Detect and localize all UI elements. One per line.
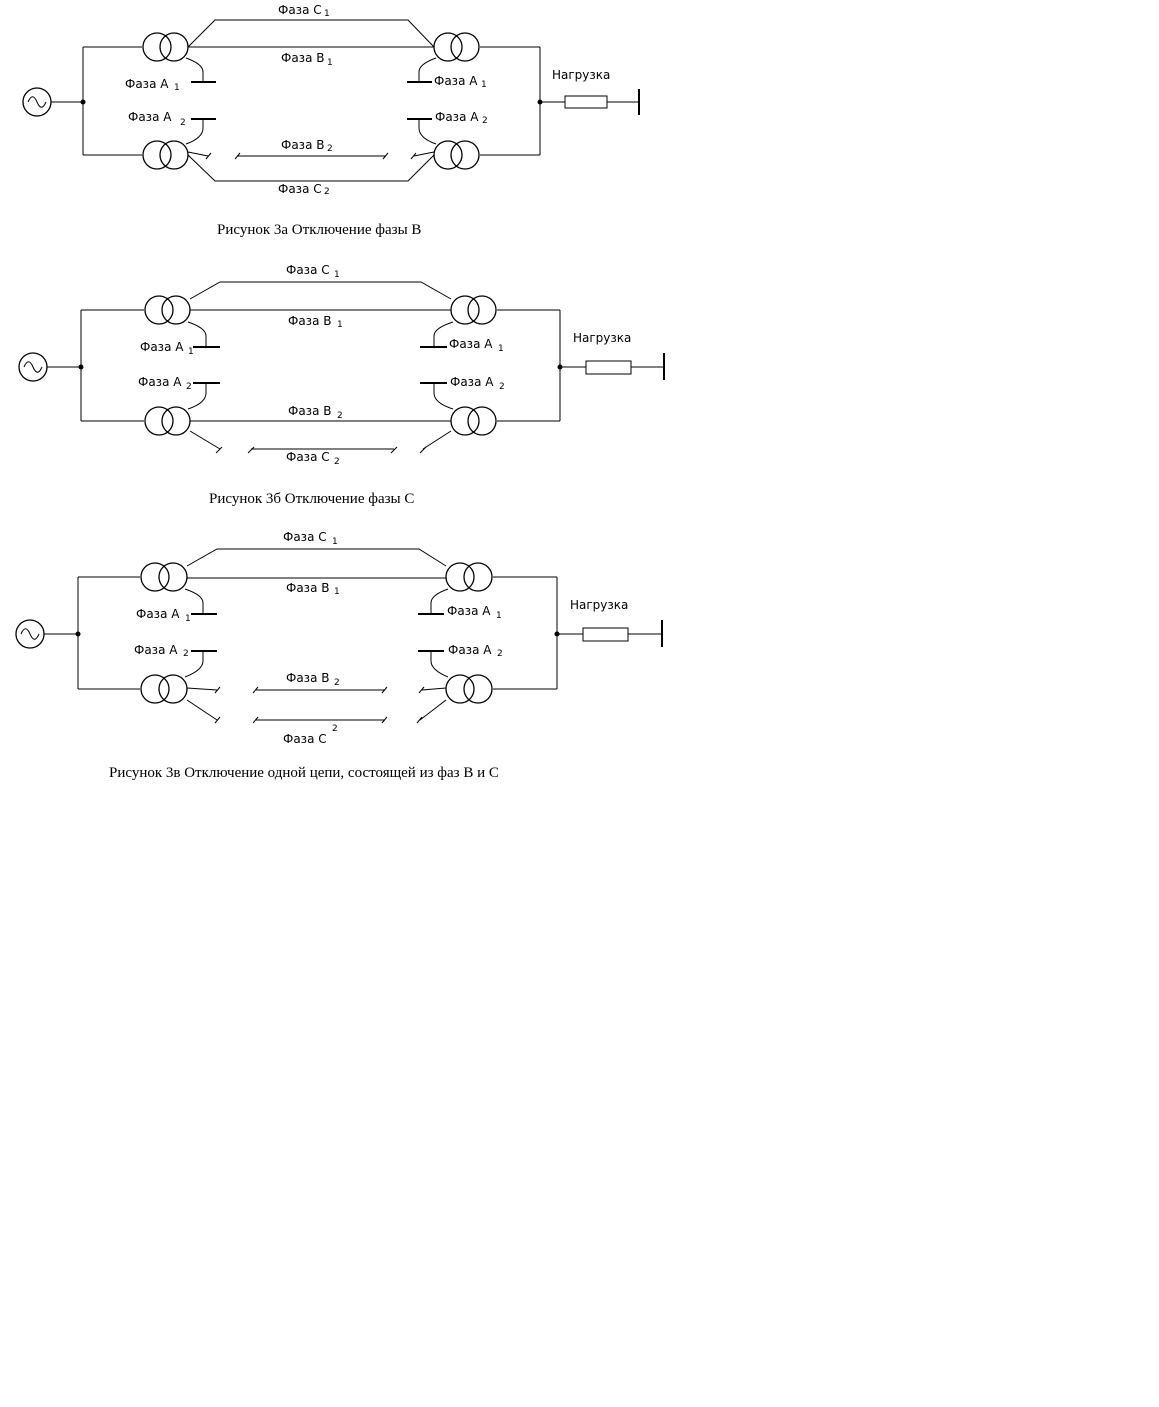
- svg-text:1: 1: [332, 537, 338, 547]
- transformer-icon: [433, 32, 480, 62]
- label-phase-a2-right: Фаза А: [435, 110, 479, 124]
- svg-text:2: 2: [334, 457, 340, 467]
- line-phase-c2: [187, 154, 435, 182]
- svg-text:2: 2: [180, 118, 186, 128]
- svg-text:1: 1: [481, 80, 487, 90]
- svg-text:2: 2: [186, 382, 192, 392]
- transformer-icon: [142, 32, 189, 62]
- svg-text:2: 2: [334, 678, 340, 688]
- svg-text:2: 2: [497, 649, 503, 659]
- load-resistor-icon: [582, 627, 629, 642]
- transformer-icon: [445, 674, 493, 704]
- label-load: Нагрузка: [552, 68, 610, 82]
- svg-text:2: 2: [324, 187, 330, 197]
- label-phase-a2-left: Фаза А: [134, 643, 178, 657]
- label-phase-a2-left: Фаза А: [128, 110, 172, 124]
- svg-text:1: 1: [496, 611, 502, 621]
- svg-text:1: 1: [324, 9, 330, 19]
- svg-text:2: 2: [482, 116, 488, 126]
- svg-text:2: 2: [337, 411, 343, 421]
- line-phase-b2-disconnected: [187, 151, 435, 160]
- figure-3b: Фаза С 1 Фаза В 1 Фаза А 1 Фаза А 1 Фаза…: [18, 263, 665, 507]
- line-phase-c1: [189, 281, 452, 300]
- label-phase-b2: Фаза В: [286, 671, 329, 685]
- label-phase-a1-right: Фаза А: [434, 74, 478, 88]
- svg-text:1: 1: [337, 320, 343, 330]
- label-load: Нагрузка: [570, 598, 628, 612]
- label-phase-c2: Фаза С: [278, 182, 322, 196]
- svg-text:2: 2: [183, 649, 189, 659]
- svg-text:2: 2: [499, 382, 505, 392]
- line-phase-c1: [187, 19, 435, 48]
- svg-text:1: 1: [174, 83, 180, 93]
- svg-text:1: 1: [334, 270, 340, 280]
- label-phase-c2: Фаза С: [286, 450, 330, 464]
- line-phase-c2-disconnected: [186, 699, 447, 724]
- label-phase-b2: Фаза В: [288, 404, 331, 418]
- figure-caption: Рисунок 3б Отключение фазы С: [209, 491, 414, 507]
- transformer-icon: [433, 140, 480, 170]
- svg-text:1: 1: [334, 587, 340, 597]
- label-phase-b2: Фаза В: [281, 138, 324, 152]
- label-phase-a2-right: Фаза А: [450, 375, 494, 389]
- generator-icon: [15, 619, 45, 649]
- transformer-icon: [445, 562, 493, 592]
- transformer-icon: [142, 140, 189, 170]
- figure-3a: Фаза С 1 Фаза В 1 Фаза А 1 Фаза А 1 Фаза…: [22, 3, 640, 238]
- transformer-icon: [144, 295, 191, 325]
- generator-icon: [22, 87, 52, 117]
- label-phase-a1-right: Фаза А: [447, 604, 491, 618]
- svg-text:1: 1: [327, 58, 333, 68]
- line-phase-c1: [186, 548, 447, 567]
- svg-text:1: 1: [498, 344, 504, 354]
- label-phase-c1: Фаза С: [283, 530, 327, 544]
- figure-caption: Рисунок 3в Отключение одной цепи, состоя…: [109, 765, 499, 781]
- figure-3c: Фаза С 1 Фаза В 1 Фаза А 1 Фаза А 1 Фаза…: [15, 530, 663, 781]
- label-phase-a1-right: Фаза А: [449, 337, 493, 351]
- transformer-icon: [450, 406, 497, 436]
- load-resistor-icon: [585, 360, 632, 375]
- label-phase-a1-left: Фаза А: [140, 340, 184, 354]
- transformer-icon: [144, 406, 191, 436]
- transformer-icon: [140, 674, 188, 704]
- transformer-icon: [140, 562, 188, 592]
- label-phase-c1: Фаза С: [278, 3, 322, 17]
- label-phase-a1-left: Фаза А: [136, 607, 180, 621]
- generator-icon: [18, 352, 48, 382]
- svg-text:1: 1: [185, 614, 191, 624]
- transformer-icon: [450, 295, 497, 325]
- label-phase-b1: Фаза В: [288, 314, 331, 328]
- label-phase-a2-left: Фаза А: [138, 375, 182, 389]
- label-phase-b1: Фаза В: [286, 581, 329, 595]
- label-phase-c2: Фаза С: [283, 732, 327, 746]
- label-load: Нагрузка: [573, 331, 631, 345]
- figure-caption: Рисунок 3а Отключение фазы В: [217, 222, 421, 238]
- svg-text:2: 2: [327, 144, 333, 154]
- label-phase-c1: Фаза С: [286, 263, 330, 277]
- line-phase-c2-disconnected: [189, 430, 452, 454]
- label-phase-b1: Фаза В: [281, 51, 324, 65]
- load-resistor-icon: [564, 95, 608, 109]
- svg-text:2: 2: [332, 724, 338, 734]
- label-phase-a1-left: Фаза А: [125, 77, 169, 91]
- svg-text:1: 1: [188, 347, 194, 357]
- line-phase-b2-disconnected: [186, 686, 447, 694]
- label-phase-a2-right: Фаза А: [448, 643, 492, 657]
